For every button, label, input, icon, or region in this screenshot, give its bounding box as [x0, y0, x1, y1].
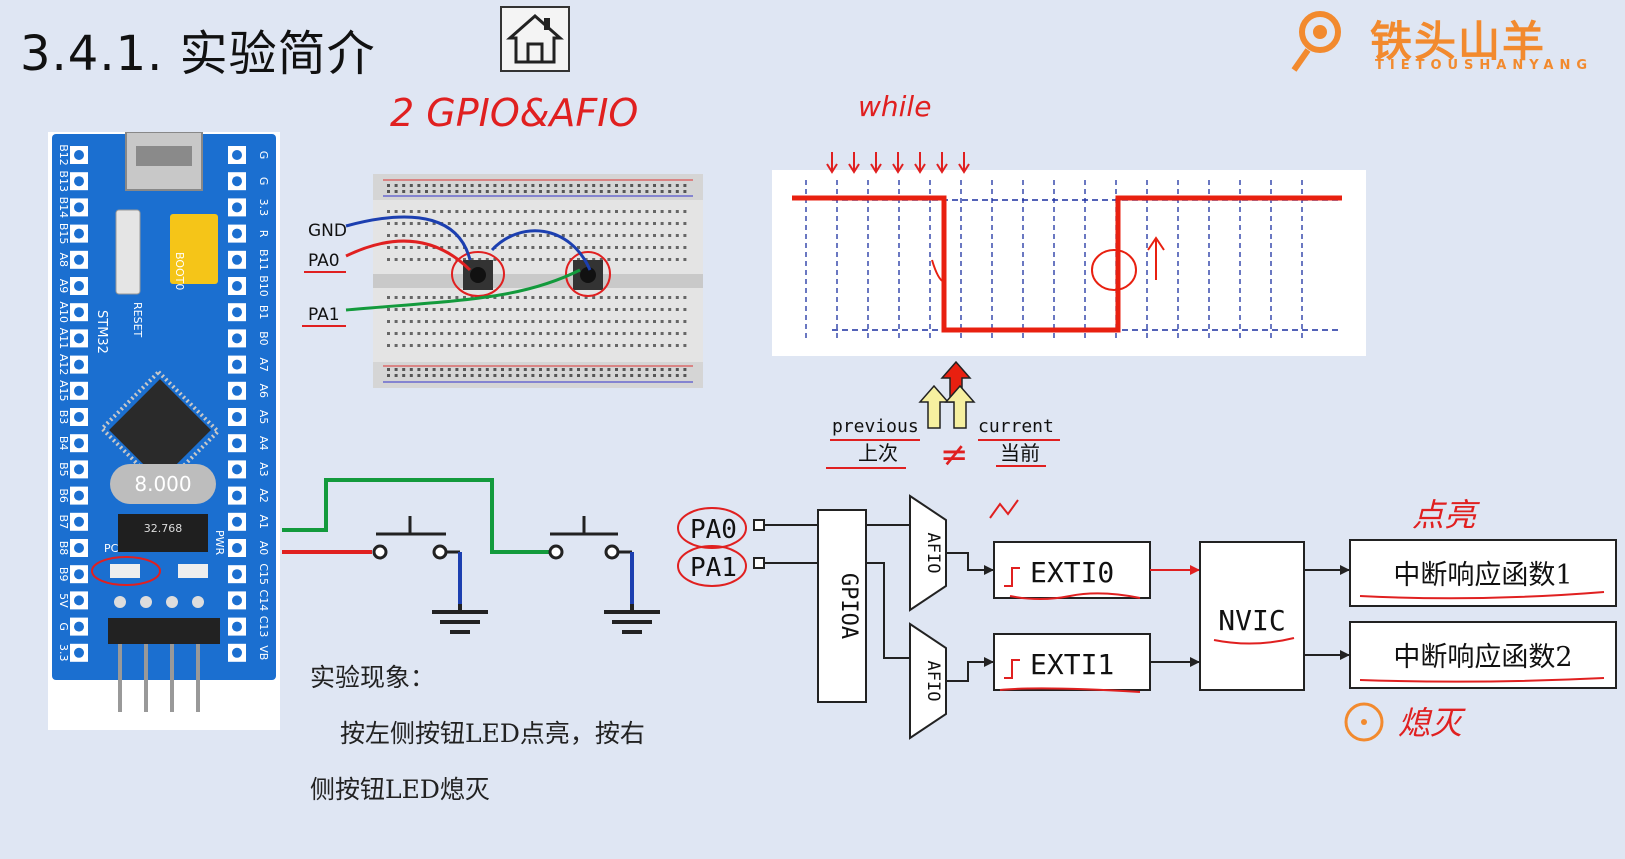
gpio-afio-note: 2 GPIO&AFIO [390, 91, 638, 135]
pa1-schematic-wire [282, 480, 550, 552]
afio-bottom-label: AFIO [923, 661, 943, 702]
schematic-button-right [550, 516, 632, 604]
handler1-label: 中断响应函数1 [1393, 560, 1572, 591]
schematic-button-left [374, 516, 460, 604]
pa0-wire [346, 241, 470, 270]
afio-top-label: AFIO [923, 533, 943, 574]
current-label: current [978, 416, 1054, 437]
previous-cn-label: 上次 [858, 441, 898, 465]
previous-label: previous [832, 416, 919, 437]
while-note: while [858, 90, 931, 123]
off-note: 熄灭 [1398, 704, 1466, 742]
phenomenon-line1: 按左侧按钮LED点亮，按右 [310, 706, 645, 762]
ground-symbol-left [432, 604, 488, 632]
gpioa-label: GPIOA [836, 573, 861, 639]
light-note: 点亮 [1412, 496, 1480, 534]
gnd-label: GND [308, 221, 347, 241]
nvic-label: NVIC [1218, 604, 1285, 637]
phenomenon-heading: 实验现象： [310, 650, 645, 706]
pa1-wire [346, 270, 580, 310]
pa0-block-label: PA0 [690, 515, 737, 545]
exti0-label: EXTI0 [1030, 556, 1114, 589]
not-equal-note: ≠ [940, 435, 969, 475]
experiment-phenomenon: 实验现象： 按左侧按钮LED点亮，按右 侧按钮LED熄灭 [310, 650, 645, 818]
phenomenon-line2: 侧按钮LED熄灭 [310, 762, 645, 818]
current-cn-label: 当前 [1000, 441, 1040, 465]
exti1-label: EXTI1 [1030, 648, 1114, 681]
ground-symbol-right [604, 604, 660, 632]
pa1-block-label: PA1 [690, 553, 737, 583]
pa1-wire-label: PA1 [308, 305, 340, 325]
pa0-wire-label: PA0 [308, 251, 340, 271]
handler2-label: 中断响应函数2 [1393, 642, 1572, 673]
